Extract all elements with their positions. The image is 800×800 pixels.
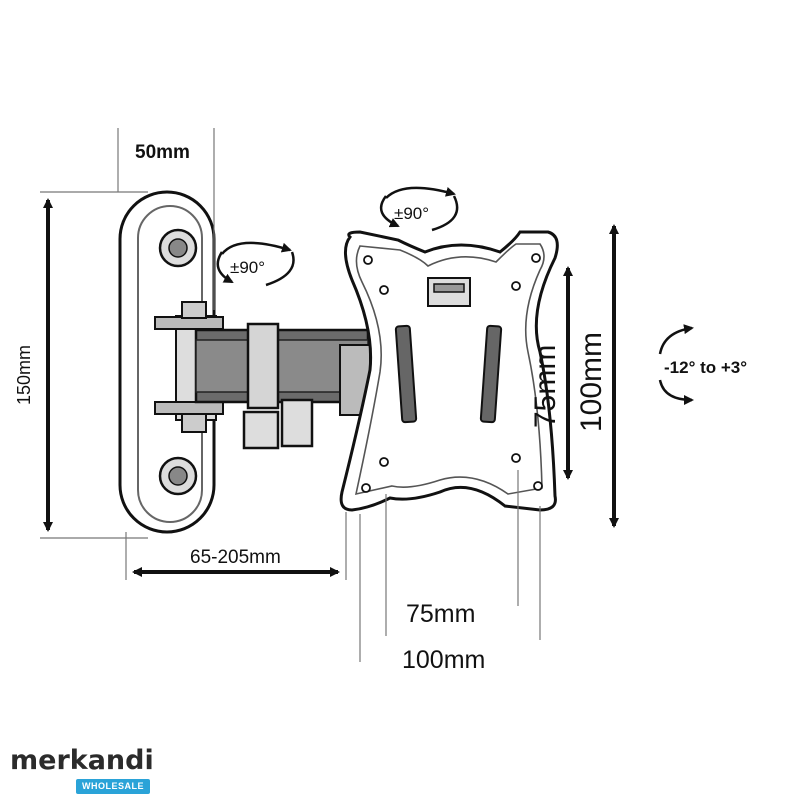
tilt-indicator: -12° to +3°	[658, 324, 747, 405]
rotation-head: ±90°	[379, 186, 459, 232]
label-vesa-v-100: 100mm	[575, 332, 608, 432]
vesa-hole	[511, 281, 521, 291]
label-vesa-h-100: 100mm	[402, 646, 485, 674]
label-50mm: 50mm	[135, 142, 190, 163]
label-head-swivel: ±90°	[394, 204, 429, 223]
dimension-wall-plate-width: 50mm	[117, 128, 215, 310]
label-vesa-h-75: 75mm	[406, 600, 475, 628]
vesa-hole	[511, 453, 521, 463]
dimension-vesa-vertical-75: 75mm	[529, 266, 573, 480]
label-150mm: 150mm	[14, 345, 34, 405]
vesa-plate	[339, 230, 559, 512]
dimension-arm-extension: 65-205mm	[125, 512, 347, 580]
label-vesa-v-75: 75mm	[529, 345, 562, 428]
vesa-hole	[379, 457, 389, 467]
dimension-vesa-horizontal: 75mm 100mm	[359, 470, 541, 674]
swing-arm	[194, 322, 371, 450]
logo-wordmark: merkandi	[10, 745, 154, 776]
dimension-wall-plate-height: 150mm	[14, 191, 148, 539]
logo-badge: WHOLESALE	[76, 779, 150, 794]
vesa-hole	[361, 483, 371, 493]
label-wall-swivel: ±90°	[230, 258, 265, 277]
vesa-slot-left	[394, 324, 418, 424]
label-tilt: -12° to +3°	[664, 358, 747, 377]
vesa-hole	[533, 481, 543, 491]
merkandi-logo: merkandi WHOLESALE	[10, 746, 154, 794]
label-65-205mm: 65-205mm	[190, 547, 281, 568]
vesa-hole	[363, 255, 373, 265]
vesa-slot-right	[479, 324, 503, 424]
vesa-hole	[531, 253, 541, 263]
vesa-hole	[379, 285, 389, 295]
rotation-wall: ±90°	[216, 241, 295, 287]
dimension-vesa-vertical-100: 100mm	[575, 224, 619, 528]
